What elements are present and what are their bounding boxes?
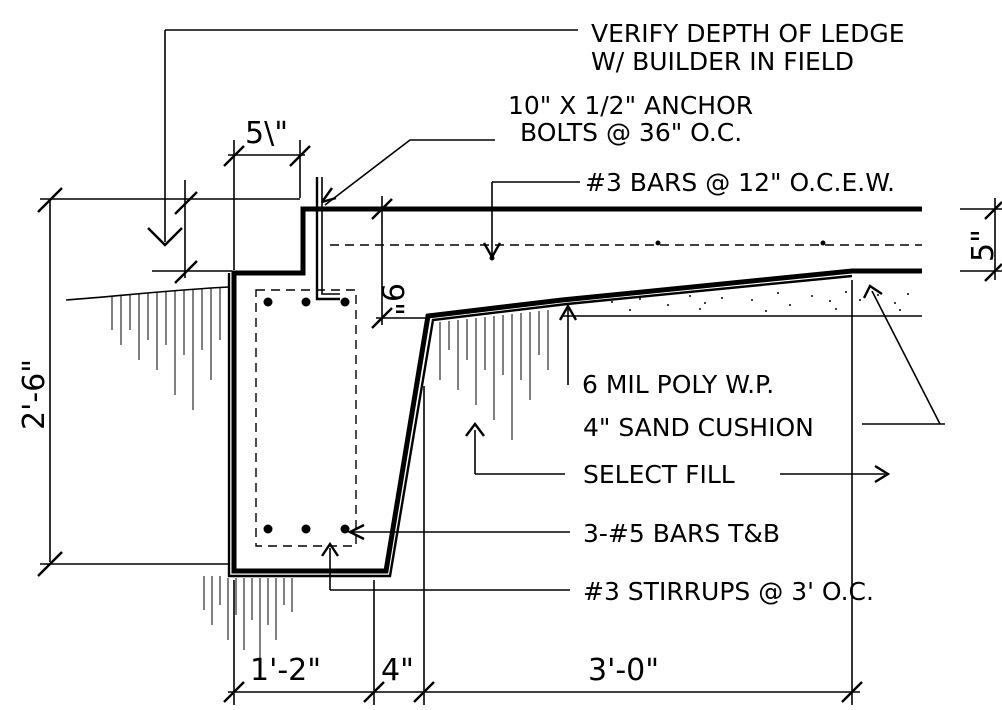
sand-stipple xyxy=(611,291,909,312)
slab-bars-note: #3 BARS @ 12" O.C.E.W. xyxy=(585,168,895,197)
beam-bars-note: 3-#5 BARS T&B xyxy=(583,519,780,548)
dim-beam-width: 1'-2" xyxy=(250,653,321,688)
ledge-note-line1: VERIFY DEPTH OF LEDGE xyxy=(591,19,905,48)
concrete-outline xyxy=(227,206,922,578)
slab-bars-leader xyxy=(482,181,580,260)
poly-leader xyxy=(558,303,578,385)
beam-bars xyxy=(263,297,350,534)
stirrup-cage xyxy=(255,289,357,547)
poly-note: 6 MIL POLY W.P. xyxy=(582,370,774,399)
stirrup-leader xyxy=(321,541,570,591)
beam-bars-leader xyxy=(347,523,570,541)
dim-beam-depth-lines xyxy=(37,187,300,577)
dim-beam-depth: 2'-6" xyxy=(17,359,52,430)
dim-ledge-width: 5\" xyxy=(245,116,288,151)
stirrups-note: #3 STIRRUPS @ 3' O.C. xyxy=(583,577,874,606)
dim-slab-thickness-lines xyxy=(960,198,1002,282)
anchor-leader-arrow xyxy=(321,187,337,204)
dim-ledge-depth: 9" xyxy=(374,283,409,316)
sand-leader xyxy=(862,284,945,425)
anchor-note-line1: 10" X 1/2" ANCHOR xyxy=(508,91,753,120)
slab-bar-dot xyxy=(655,240,661,246)
ledge-note-line2: W/ BUILDER IN FIELD xyxy=(591,47,854,76)
earth-hatching xyxy=(111,287,549,660)
dim-slab-ledge-lines xyxy=(371,196,428,329)
ground-line xyxy=(65,286,230,301)
fill-leader xyxy=(465,422,891,484)
dim-fill-width: 3'-0" xyxy=(588,653,659,688)
sand-note: 4" SAND CUSHION xyxy=(583,413,814,442)
anchor-leader xyxy=(324,139,495,206)
slab-bar-dot xyxy=(820,240,826,246)
dim-slab-thickness: 5" xyxy=(966,229,1001,262)
dim-ledge-depth-lines xyxy=(147,29,578,284)
dim-ledge-width-lines xyxy=(223,140,311,270)
fill-note: SELECT FILL xyxy=(583,460,735,489)
anchor-note-line2: BOLTS @ 36" O.C. xyxy=(520,118,742,147)
anchor-bolt xyxy=(315,177,340,301)
anchor-bolt-edge xyxy=(321,177,340,295)
dim-taper: 4" xyxy=(381,653,414,688)
dim-bottom-lines xyxy=(223,280,863,705)
